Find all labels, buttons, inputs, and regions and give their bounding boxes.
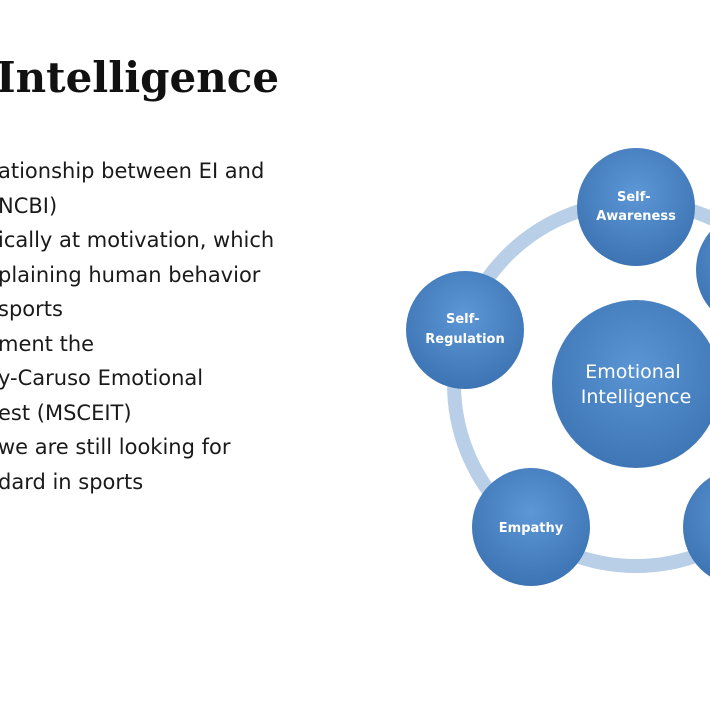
body-line: dard in sports bbox=[0, 469, 144, 494]
node-label-line: Empathy bbox=[499, 521, 564, 536]
node-empathy-circle bbox=[472, 468, 590, 586]
body-line: NCBI) bbox=[0, 193, 58, 218]
node-self-regulation: Self- Regulation bbox=[406, 271, 524, 389]
body-line: ment the bbox=[0, 331, 95, 356]
body-line: we are still looking for bbox=[0, 435, 231, 459]
body-line: y-Caruso Emotional bbox=[0, 366, 204, 390]
node-label-line: Regulation bbox=[425, 332, 504, 347]
slide-body-text: ationship between EI and NCBI) ically at… bbox=[0, 154, 274, 499]
body-line: est (MSCEIT) bbox=[0, 400, 132, 425]
node-label-line: Self- bbox=[617, 190, 650, 205]
svg-text:Empathy: Empathy bbox=[499, 521, 564, 536]
body-line: ically at motivation, which bbox=[0, 228, 275, 252]
body-line: sports bbox=[0, 297, 63, 321]
node-self-awareness-circle bbox=[577, 148, 695, 266]
node-label-line: Awareness bbox=[596, 209, 676, 224]
center-node: Emotional Intelligence bbox=[552, 300, 710, 468]
svg-text:Self- Regulation: Self- Regulation bbox=[425, 312, 504, 347]
node-self-regulation-circle bbox=[406, 271, 524, 389]
svg-text:Self- Awareness: Self- Awareness bbox=[596, 190, 676, 224]
node-offscreen-right-top bbox=[696, 231, 710, 309]
center-node-circle bbox=[552, 300, 710, 468]
slide-title: Intelligence bbox=[0, 53, 280, 102]
node-label-line: Self- bbox=[446, 312, 479, 327]
node-offscreen-right-bottom bbox=[683, 477, 710, 577]
center-label-line: Emotional bbox=[585, 361, 680, 383]
node-self-awareness: Self- Awareness bbox=[577, 148, 695, 266]
node-empathy: Empathy bbox=[472, 468, 590, 586]
svg-text:Emotional Intelligence: Emotional Intelligence bbox=[581, 361, 692, 408]
body-line: plaining human behavior bbox=[0, 262, 261, 287]
body-line: ationship between EI and bbox=[0, 159, 265, 183]
center-label-line: Intelligence bbox=[581, 386, 692, 408]
